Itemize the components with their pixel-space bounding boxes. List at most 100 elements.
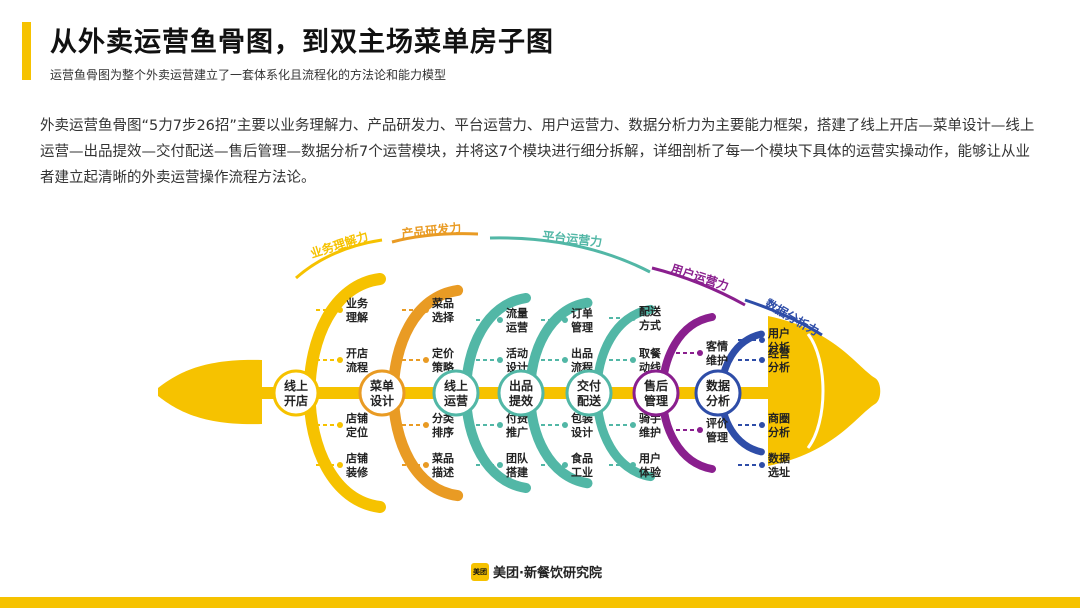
module-1-top-2-label-line2: 流程 [346, 360, 368, 374]
module-5-bottom-2-dot [630, 462, 636, 468]
module-4-name-line2: 提效 [509, 393, 534, 408]
module-1-top-1-label-line1: 业务 [346, 296, 369, 310]
module-4-bottom-2-label-line1: 食品 [571, 451, 593, 465]
module-1-bottom-2-label-line1: 店铺 [346, 451, 368, 465]
module-5-top-1-label-line2: 方式 [639, 318, 661, 332]
bottom-accent-bar [0, 597, 1080, 608]
module-1-top-2-dot [337, 357, 343, 363]
module-4-node [497, 369, 545, 417]
module-5-node [565, 369, 613, 417]
intro-paragraph: 外卖运营鱼骨图“5力7步26招”主要以业务理解力、产品研发力、平台运营力、用户运… [40, 118, 1035, 186]
module-3-bottom-2-dot [497, 462, 503, 468]
module-4-top-1-label-line1: 订单 [571, 306, 593, 320]
module-4-bottom-1-label-line2: 设计 [571, 425, 593, 439]
module-1-bottom-2-label-line2: 装修 [345, 465, 369, 479]
module-2-bottom-1-label-line2: 排序 [432, 425, 454, 439]
fish-gill [806, 333, 825, 449]
module-6-top-1-label-line2: 维护 [706, 353, 728, 367]
module-1-name-line1: 线上 [284, 378, 308, 393]
module-5-bottom-2-label-line1: 用户 [639, 451, 661, 465]
module-2-bottom-2-label-line2: 描述 [432, 465, 454, 479]
title-accent-bar [22, 22, 31, 80]
module-1-bottom-2-dot [337, 462, 343, 468]
module-7-node [694, 369, 742, 417]
module-7-name-line2: 分析 [706, 393, 730, 408]
module-2-name-line2: 设计 [370, 393, 394, 408]
module-7-bottom-1-label-line1: 商圈 [768, 411, 790, 425]
capability-label-3: 平台运营力 [542, 228, 603, 249]
module-2-top-1-label-line2: 选择 [432, 310, 455, 324]
module-3-bottom-2-label-line1: 团队 [506, 451, 529, 465]
module-2-name-line1: 菜单 [369, 378, 394, 393]
capability-arc-5 [744, 298, 823, 337]
module-4-top-1-label-line2: 管理 [571, 320, 593, 334]
capability-arc-1 [295, 238, 383, 280]
module-5-top-1-label-line1: 配送 [639, 304, 662, 318]
module-5-top-2-label-line1: 取餐 [639, 346, 662, 360]
module-4-top-2-dot [562, 357, 568, 363]
module-1-top-2-label-line1: 开店 [346, 346, 368, 360]
module-7-top-2-label-line1: 经营 [768, 346, 790, 360]
module-2-bottom-1-dot [423, 422, 429, 428]
module-4-top-1-dot [562, 317, 568, 323]
module-3-node [432, 369, 480, 417]
module-4-top-2-label-line1: 出品 [571, 346, 593, 360]
module-4-name-line1: 出品 [509, 378, 533, 393]
module-5-name-line1: 交付 [577, 378, 601, 393]
module-5-top-1-dot [630, 315, 636, 321]
module-4-bottom-2-label-line2: 工业 [571, 465, 593, 479]
module-3-top-1-label-line2: 运营 [506, 320, 528, 334]
module-7-top-2-label-line2: 分析 [768, 360, 790, 374]
module-7-top-1-dot [759, 337, 765, 343]
module-7-name-line1: 数据 [706, 378, 730, 393]
module-5-bottom-1-label-line2: 维护 [639, 425, 661, 439]
module-1-bottom-1-dot [337, 422, 343, 428]
module-7-bottom-2-label-line2: 选址 [768, 465, 790, 479]
module-6-top-1-dot [697, 350, 703, 356]
module-7-top-1-label-line2: 分析 [768, 340, 790, 354]
brand-name: 美团·新餐饮研究院 [493, 566, 602, 581]
module-3-top-2-label-line1: 活动 [506, 346, 528, 360]
module-5-bottom-1-dot [630, 422, 636, 428]
module-2-bottom-2-label-line1: 菜品 [431, 451, 454, 465]
brand-logo: 美团 美团·新餐饮研究院 [471, 562, 602, 581]
module-3-top-1-label-line1: 流量 [506, 306, 528, 320]
module-6-bottom-1-label-line1: 评价 [706, 417, 729, 430]
module-6-name-line1: 售后 [644, 378, 668, 393]
module-3-bottom-1-dot [497, 422, 503, 428]
page-title: 从外卖运营鱼骨图，到双主场菜单房子图 [50, 27, 554, 58]
module-6-node [632, 369, 680, 417]
module-1-top-1-dot [337, 307, 343, 313]
module-1-top-1-label-line2: 理解 [346, 310, 368, 324]
module-7-top-1-label-line1: 用户 [768, 326, 790, 340]
meituan-logo-icon: 美团 [471, 562, 489, 581]
page-subtitle: 运营鱼骨图为整个外卖运营建立了一套体系化且流程化的方法论和能力模型 [50, 68, 447, 82]
module-5-top-2-dot [630, 357, 636, 363]
module-7-top-2-dot [759, 357, 765, 363]
capability-label-2: 产品研发力 [401, 220, 462, 241]
module-3-bottom-2-label-line2: 搭建 [506, 465, 529, 479]
module-2-top-2-label-line1: 定价 [432, 346, 455, 360]
module-3-top-2-dot [497, 357, 503, 363]
module-1-node [272, 369, 320, 417]
module-4-bottom-2-dot [562, 462, 568, 468]
module-3-name-line1: 线上 [444, 378, 468, 393]
module-3-name-line2: 运营 [444, 393, 468, 408]
module-2-top-1-label-line1: 菜品 [431, 296, 454, 310]
module-6-name-line2: 管理 [644, 393, 668, 408]
module-1-name-line2: 开店 [284, 393, 308, 408]
fishbone-diagram: 业务理解力产品研发力平台运营力用户运营力数据分析力业务理解开店流程店铺定位店铺装… [158, 220, 881, 513]
module-1-bottom-1-label-line2: 定位 [346, 425, 368, 439]
module-2-top-2-label-line2: 策略 [431, 360, 455, 374]
module-5-name-line2: 配送 [577, 393, 602, 408]
module-7-bottom-2-dot [759, 462, 765, 468]
capability-arc-3 [489, 236, 651, 274]
capability-label-4: 用户运营力 [668, 260, 731, 293]
module-4-bottom-1-dot [562, 422, 568, 428]
module-3-bottom-1-label-line2: 推广 [506, 425, 528, 439]
module-2-top-2-dot [423, 357, 429, 363]
module-3-top-1-dot [497, 317, 503, 323]
module-7-bottom-1-label-line2: 分析 [768, 425, 790, 439]
module-6-bottom-1-label-line2: 管理 [706, 430, 728, 444]
fish-tail [158, 359, 262, 425]
